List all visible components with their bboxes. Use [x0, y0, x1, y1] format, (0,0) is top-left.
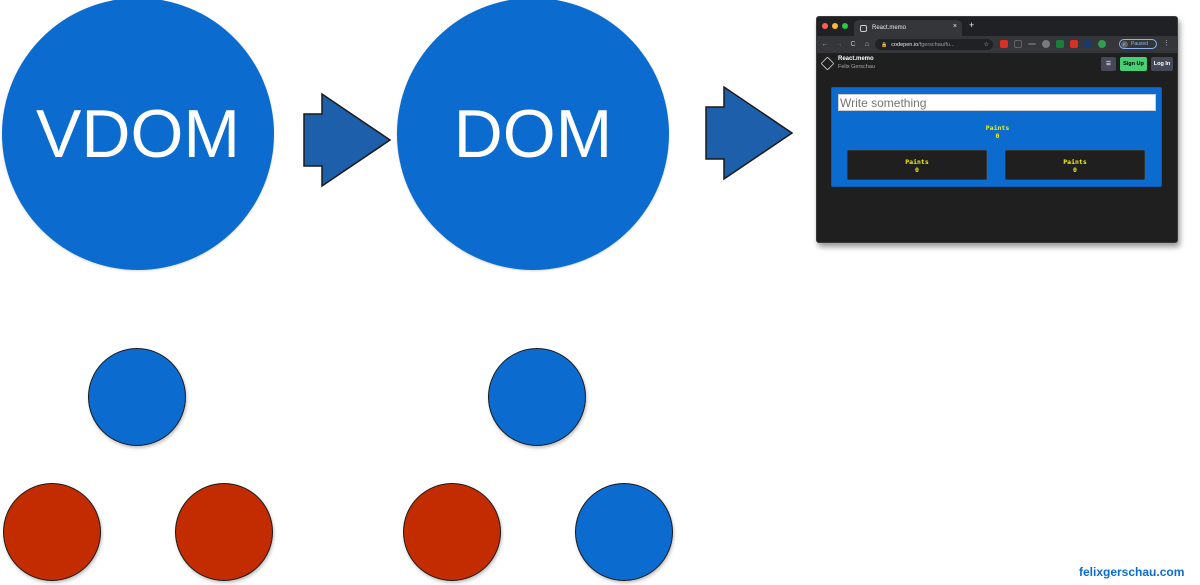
arrow-right-icon — [705, 85, 794, 181]
child-paint-counter: Paints 0 — [1006, 158, 1144, 174]
url-host: codepen.io — [891, 41, 919, 48]
new-tab-button[interactable]: + — [969, 20, 975, 30]
codepen-favicon-icon — [860, 24, 867, 32]
minimize-window-dot[interactable] — [832, 23, 838, 29]
vdom-tree-root-node — [88, 348, 186, 446]
dom-tree-child-node — [575, 483, 673, 581]
url-path: /fgerschau/fu... — [918, 41, 955, 48]
profile-avatar: F — [1121, 40, 1128, 48]
browser-window: React.memo × + ← → C ⌂ 🔒 codepen.io /fge… — [816, 16, 1178, 243]
arrow-right-icon — [303, 92, 392, 188]
browser-toolbar: ← → C ⌂ 🔒 codepen.io /fgerschau/fu... ☆ … — [817, 36, 1177, 53]
tab-close-icon[interactable]: × — [952, 23, 957, 30]
child-paint-counter: Paints 0 — [848, 158, 986, 174]
forward-icon[interactable]: → — [835, 41, 843, 48]
browser-tab[interactable]: React.memo × — [854, 20, 962, 36]
vdom-tree-child-node — [3, 483, 101, 581]
write-something-input[interactable] — [838, 94, 1156, 111]
pen-title: React.memo — [838, 56, 874, 62]
paints-count: 0 — [1073, 166, 1077, 174]
extension-icon[interactable] — [1098, 40, 1106, 48]
tab-title: React.memo — [872, 25, 907, 31]
vdom-circle: VDOM — [2, 0, 274, 270]
vdom-label: VDOM — [36, 96, 240, 172]
back-icon[interactable]: ← — [821, 41, 829, 48]
close-window-dot[interactable] — [822, 23, 828, 29]
paints-label: Paints — [1063, 158, 1087, 166]
profile-button[interactable]: F Paused — [1119, 39, 1157, 49]
dom-label: DOM — [453, 96, 613, 172]
lock-icon: 🔒 — [881, 41, 888, 48]
site-link[interactable]: felixgerschau.com — [1079, 565, 1185, 579]
log-in-button[interactable]: Log In — [1151, 57, 1173, 71]
codepen-logo-icon[interactable] — [820, 56, 835, 71]
profile-status: Paused — [1131, 41, 1148, 47]
maximize-window-dot[interactable] — [842, 23, 848, 29]
bookmark-star-icon[interactable]: ☆ — [983, 42, 989, 48]
paints-label: Paints — [985, 124, 1010, 132]
paints-count: 0 — [995, 132, 1000, 140]
sign-up-button[interactable]: Sign Up — [1120, 57, 1147, 71]
vdom-tree-child-node — [175, 483, 273, 581]
extension-icon[interactable] — [1028, 43, 1036, 45]
reload-icon[interactable]: C — [850, 41, 856, 48]
paints-label: Paints — [905, 158, 929, 166]
dom-circle: DOM — [397, 0, 669, 270]
extension-icon[interactable] — [1000, 40, 1008, 48]
paints-count: 0 — [915, 166, 919, 174]
extension-icon[interactable] — [1070, 40, 1078, 48]
browser-menu-icon[interactable]: ⋮ — [1163, 40, 1170, 47]
extension-icon[interactable] — [1042, 40, 1050, 48]
parent-paint-counter: Paints 0 — [832, 124, 1163, 140]
dom-tree-child-node — [403, 483, 501, 581]
child-component: Paints 0 — [847, 150, 987, 180]
browser-titlebar: React.memo × + — [817, 17, 1177, 36]
extension-icon[interactable] — [1084, 40, 1092, 48]
codepen-header: React.memo Felix Gerschau ☰ Sign Up Log … — [817, 53, 1177, 75]
dom-tree-root-node — [488, 348, 586, 446]
home-icon[interactable]: ⌂ — [864, 41, 870, 48]
address-bar[interactable]: 🔒 codepen.io /fgerschau/fu... ☆ — [875, 39, 993, 50]
change-layout-button[interactable]: ☰ — [1101, 57, 1116, 71]
child-component: Paints 0 — [1005, 150, 1145, 180]
pen-author[interactable]: Felix Gerschau — [838, 64, 875, 70]
extension-icon[interactable] — [1014, 40, 1022, 48]
extension-icon[interactable] — [1056, 40, 1064, 48]
app-parent-container: Paints 0 Paints 0 Paints 0 — [831, 87, 1162, 187]
